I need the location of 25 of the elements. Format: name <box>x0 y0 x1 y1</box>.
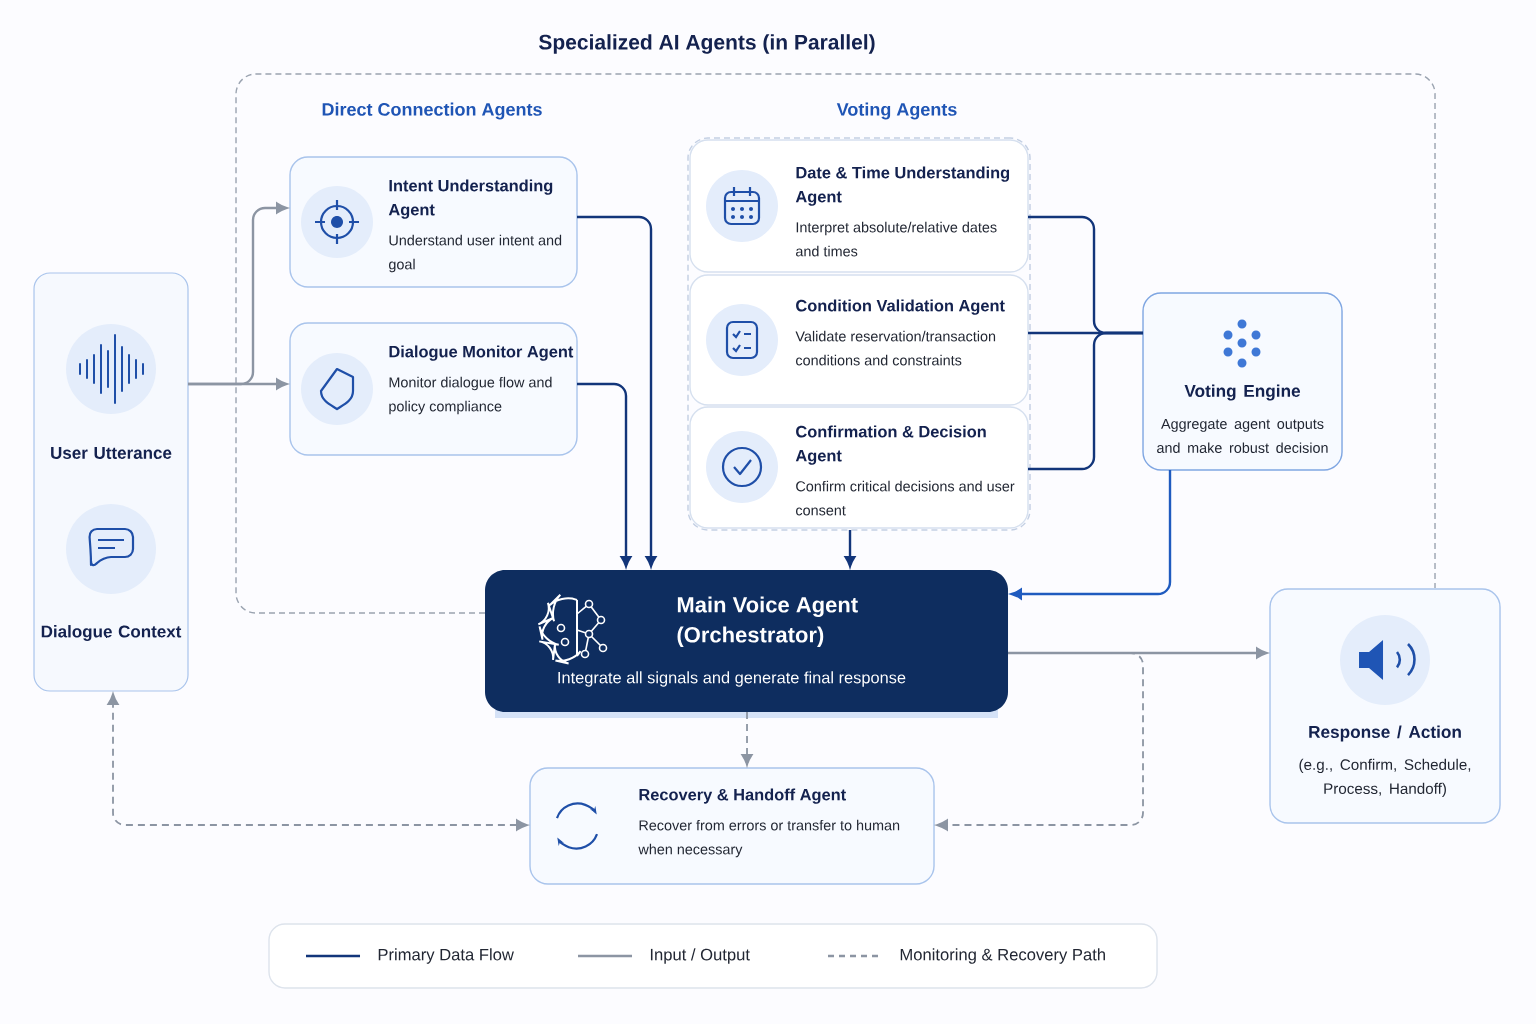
input-label: User Utterance <box>51 447 172 459</box>
arrow <box>741 711 753 766</box>
result-card: Response / Action (e.g., Confirm, Schedule, Process, Handoff) <box>1269 588 1501 824</box>
arrow <box>936 652 1144 831</box>
arrow <box>188 378 288 390</box>
arrow <box>844 530 856 568</box>
agent-card: Dialogue Monitor Agent Monitor dialogue flow and policy compliance <box>289 322 578 456</box>
arrow <box>1010 470 1172 600</box>
result-card: Voting Engine Aggregate agent outputs and make robust decision <box>1142 292 1343 471</box>
arrow <box>577 215 657 568</box>
arrow <box>577 382 632 568</box>
agent-card: Condition Validation Agent Validate reservation/transaction conditions and constraints <box>689 274 1029 406</box>
arrow <box>107 693 528 831</box>
node-label: Voting Agents <box>836 102 957 120</box>
agent-card: Confirmation & Decision Agent Confirm critical decisions and user consent <box>689 406 1029 529</box>
input-label: Dialogue Context <box>41 625 182 641</box>
legend-label: Input / Output <box>650 948 750 964</box>
agent-card: Intent Understanding Agent Understand user intent and goal <box>289 156 578 288</box>
orchestrator-box: Main Voice Agent (Orchestrator) Integrate all signals and generate final response <box>485 570 1008 718</box>
legend-label: Monitoring & Recovery Path <box>900 948 1105 964</box>
legend-label: Primary Data Flow <box>378 948 514 964</box>
agent-card: Date & Time Understanding Agent Interpret absolute/relative dates and times <box>689 139 1029 273</box>
section-heading: Direct Connection Agents <box>322 102 542 120</box>
agent-card: Recovery & Handoff Agent Recover from errors or transfer to human when necessary <box>529 767 935 885</box>
diagram-title: Specialized AI Agents (in Parallel) <box>538 34 875 54</box>
